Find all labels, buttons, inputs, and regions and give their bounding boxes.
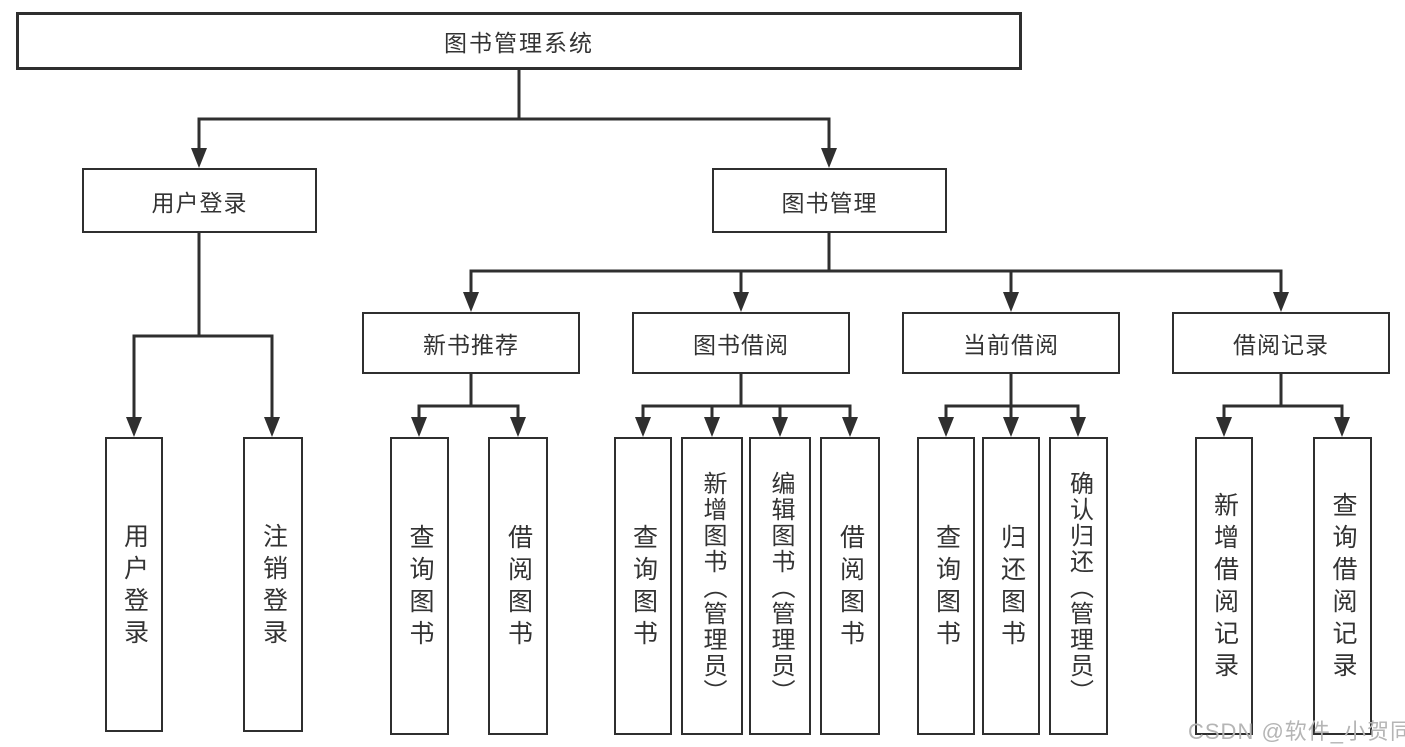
connector-bookmgmt-to-level3 [463,231,1289,312]
leaf-currentborrow-query: 查询图书 [917,437,975,735]
node-book-management: 图书管理 [712,168,947,233]
connector-borrowrecord-to-leaves [1216,372,1350,437]
leaf-bookborrow-add-admin: 新增图书（管理员） [681,437,743,735]
connector-currentborrow-to-leaves [938,372,1086,437]
node-root: 图书管理系统 [16,12,1022,70]
leaf-currentborrow-confirm-admin: 确认归还（管理员） [1049,437,1108,735]
leaf-logout: 注销登录 [243,437,303,732]
leaf-bookborrow-borrow: 借阅图书 [820,437,880,735]
leaf-bookborrow-edit-admin: 编辑图书（管理员） [749,437,811,735]
leaf-currentborrow-return: 归还图书 [982,437,1040,735]
leaf-newbook-query: 查询图书 [390,437,449,735]
node-user-login: 用户登录 [82,168,317,233]
connector-newbook-to-leaves [411,372,526,437]
node-new-book-recommend: 新书推荐 [362,312,580,374]
connector-userlogin-to-leaves [126,231,280,437]
leaf-user-login: 用户登录 [105,437,163,732]
connector-bookborrow-to-leaves [635,372,858,437]
node-book-borrow: 图书借阅 [632,312,850,374]
connector-root-to-level2 [191,68,837,168]
leaf-newbook-borrow: 借阅图书 [488,437,548,735]
csdn-watermark: CSDN @软件_小贺同学 [1188,719,1405,744]
node-current-borrow: 当前借阅 [902,312,1120,374]
leaf-borrowrecord-add: 新增借阅记录 [1195,437,1253,735]
leaf-borrowrecord-query: 查询借阅记录 [1313,437,1372,735]
leaf-bookborrow-query: 查询图书 [614,437,672,735]
node-borrow-record: 借阅记录 [1172,312,1390,374]
